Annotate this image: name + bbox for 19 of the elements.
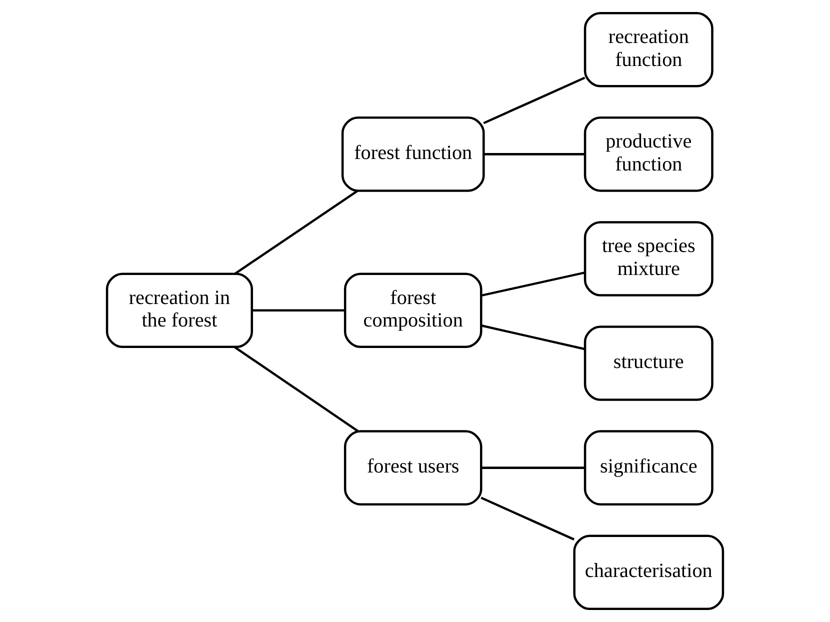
connector <box>483 76 586 124</box>
connector <box>484 153 585 156</box>
node-box: significance <box>584 430 714 506</box>
node-box: forest composition <box>344 272 482 348</box>
node-box: recreation function <box>584 12 714 88</box>
connector <box>480 324 586 350</box>
connector <box>480 496 575 540</box>
connector <box>234 346 359 432</box>
connector <box>252 309 345 312</box>
node-box: forest function <box>341 116 485 192</box>
connector <box>234 190 358 275</box>
node-box: recreation in the forest <box>106 272 254 348</box>
node-box: characterisation <box>573 534 724 610</box>
node-box: productive function <box>584 116 714 192</box>
node-box: forest users <box>344 430 482 506</box>
connector <box>480 271 586 297</box>
node-box: tree species mixture <box>584 221 714 296</box>
connector <box>481 466 585 469</box>
node-box: structure <box>584 326 714 401</box>
